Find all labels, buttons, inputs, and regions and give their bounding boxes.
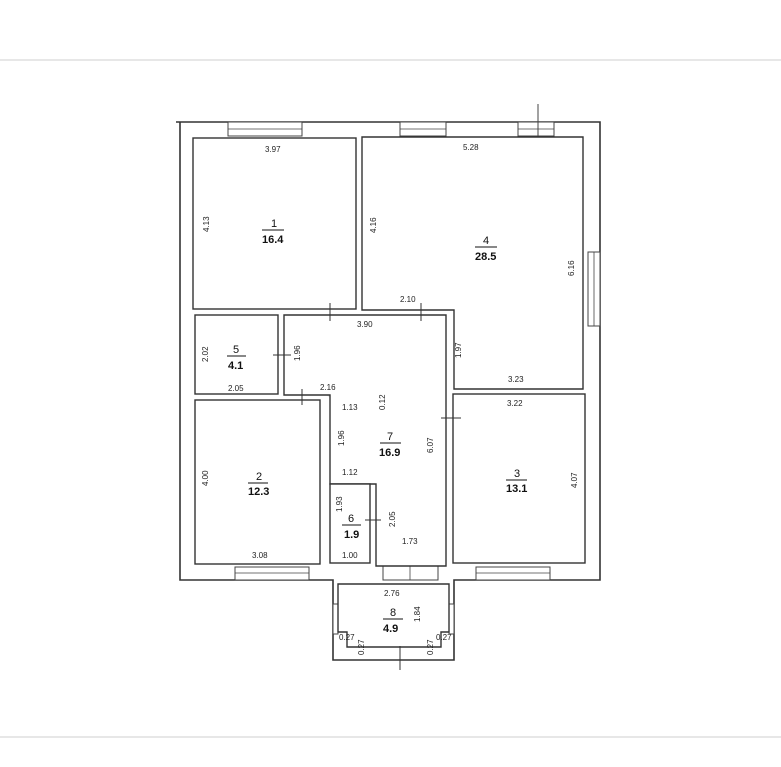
room-4-dim-bottom: 3.23 bbox=[508, 375, 524, 384]
room-4: 5.28 4.16 6.16 3.23 2.10 1.97 4 28.5 bbox=[361, 136, 584, 390]
room-3: 3.22 4.07 3 13.1 bbox=[452, 393, 586, 564]
room-4-number: 4 bbox=[483, 235, 489, 247]
room-8-number: 8 bbox=[390, 607, 396, 619]
room-7-dim-right: 6.07 bbox=[426, 437, 435, 453]
room-1-area: 16.4 bbox=[262, 234, 284, 246]
room-7-number: 7 bbox=[387, 431, 393, 443]
room-8-dim-c4: 0.27 bbox=[436, 633, 452, 642]
room-8-area: 4.9 bbox=[383, 623, 398, 635]
room-3-dim-top: 3.22 bbox=[507, 399, 523, 408]
room-7-dim-lower-right: 2.05 bbox=[388, 511, 397, 527]
room-4-area: 28.5 bbox=[475, 251, 496, 263]
room-4-dim-notch: 2.10 bbox=[400, 295, 416, 304]
door-markers bbox=[273, 303, 461, 670]
hall-dim-top: 3.90 bbox=[357, 320, 373, 329]
room-7-dim-notch: 0.12 bbox=[378, 394, 387, 410]
room-8-dim-c2: 0.27 bbox=[357, 639, 366, 655]
room-6: 1.93 1.00 6 1.9 bbox=[329, 483, 371, 564]
hall-dim-bottom: 2.16 bbox=[320, 383, 336, 392]
room-7-dim-top-left: 1.13 bbox=[342, 403, 358, 412]
room-1-dim-top: 3.97 bbox=[265, 145, 281, 154]
room-8-dim-right: 1.84 bbox=[413, 606, 422, 622]
room-2: 4.00 3.08 2 12.3 bbox=[194, 399, 321, 565]
room-6-area: 1.9 bbox=[344, 529, 359, 541]
room-8: 2.76 1.84 0.27 0.27 0.27 0.27 8 4.9 bbox=[337, 583, 452, 655]
room-4-dim-top: 5.28 bbox=[463, 143, 479, 152]
room-2-dim-bottom: 3.08 bbox=[252, 551, 268, 560]
windows bbox=[227, 104, 601, 635]
room-3-number: 3 bbox=[514, 468, 520, 480]
room-4-dim-right: 6.16 bbox=[567, 260, 576, 276]
room-7-dim-bottom: 1.73 bbox=[402, 537, 418, 546]
room-6-dim-left: 1.93 bbox=[335, 496, 344, 512]
room-5-dim-left: 2.02 bbox=[201, 346, 210, 362]
room-4-dim-left: 4.16 bbox=[369, 217, 378, 233]
room-2-area: 12.3 bbox=[248, 486, 269, 498]
room-7-area: 16.9 bbox=[379, 447, 400, 459]
room-6-dim-bottom: 1.00 bbox=[342, 551, 358, 560]
room-3-dim-right: 4.07 bbox=[570, 472, 579, 488]
room-5: 2.02 2.05 5 4.1 bbox=[194, 314, 279, 395]
room-2-number: 2 bbox=[256, 471, 262, 483]
outer-wall bbox=[176, 121, 601, 661]
room-8-dim-c1: 0.27 bbox=[339, 633, 355, 642]
room-5-area: 4.1 bbox=[228, 360, 243, 372]
room-5-number: 5 bbox=[233, 344, 239, 356]
room-7-dim-left: 1.96 bbox=[337, 430, 346, 446]
room-8-dim-top: 2.76 bbox=[384, 589, 400, 598]
room-1-dim-left: 4.13 bbox=[202, 216, 211, 232]
room-2-dim-left: 4.00 bbox=[201, 470, 210, 486]
hall-dim-right-of-5: 1.96 bbox=[293, 345, 302, 361]
room-6-number: 6 bbox=[348, 513, 354, 525]
room-hall: 3.90 1.96 2.16 bbox=[283, 314, 447, 567]
room-7-dim-mid: 1.12 bbox=[342, 468, 358, 477]
room-1-number: 1 bbox=[271, 218, 277, 230]
room-1: 3.97 4.13 1 16.4 bbox=[192, 137, 357, 310]
room-3-area: 13.1 bbox=[506, 483, 527, 495]
room-4-dim-notch-v: 1.97 bbox=[454, 342, 463, 358]
room-8-dim-c3: 0.27 bbox=[426, 639, 435, 655]
room-7: 1.13 0.12 1.96 6.07 1.12 2.05 1.73 7 16.… bbox=[337, 394, 435, 546]
room-5-dim-bottom: 2.05 bbox=[228, 384, 244, 393]
